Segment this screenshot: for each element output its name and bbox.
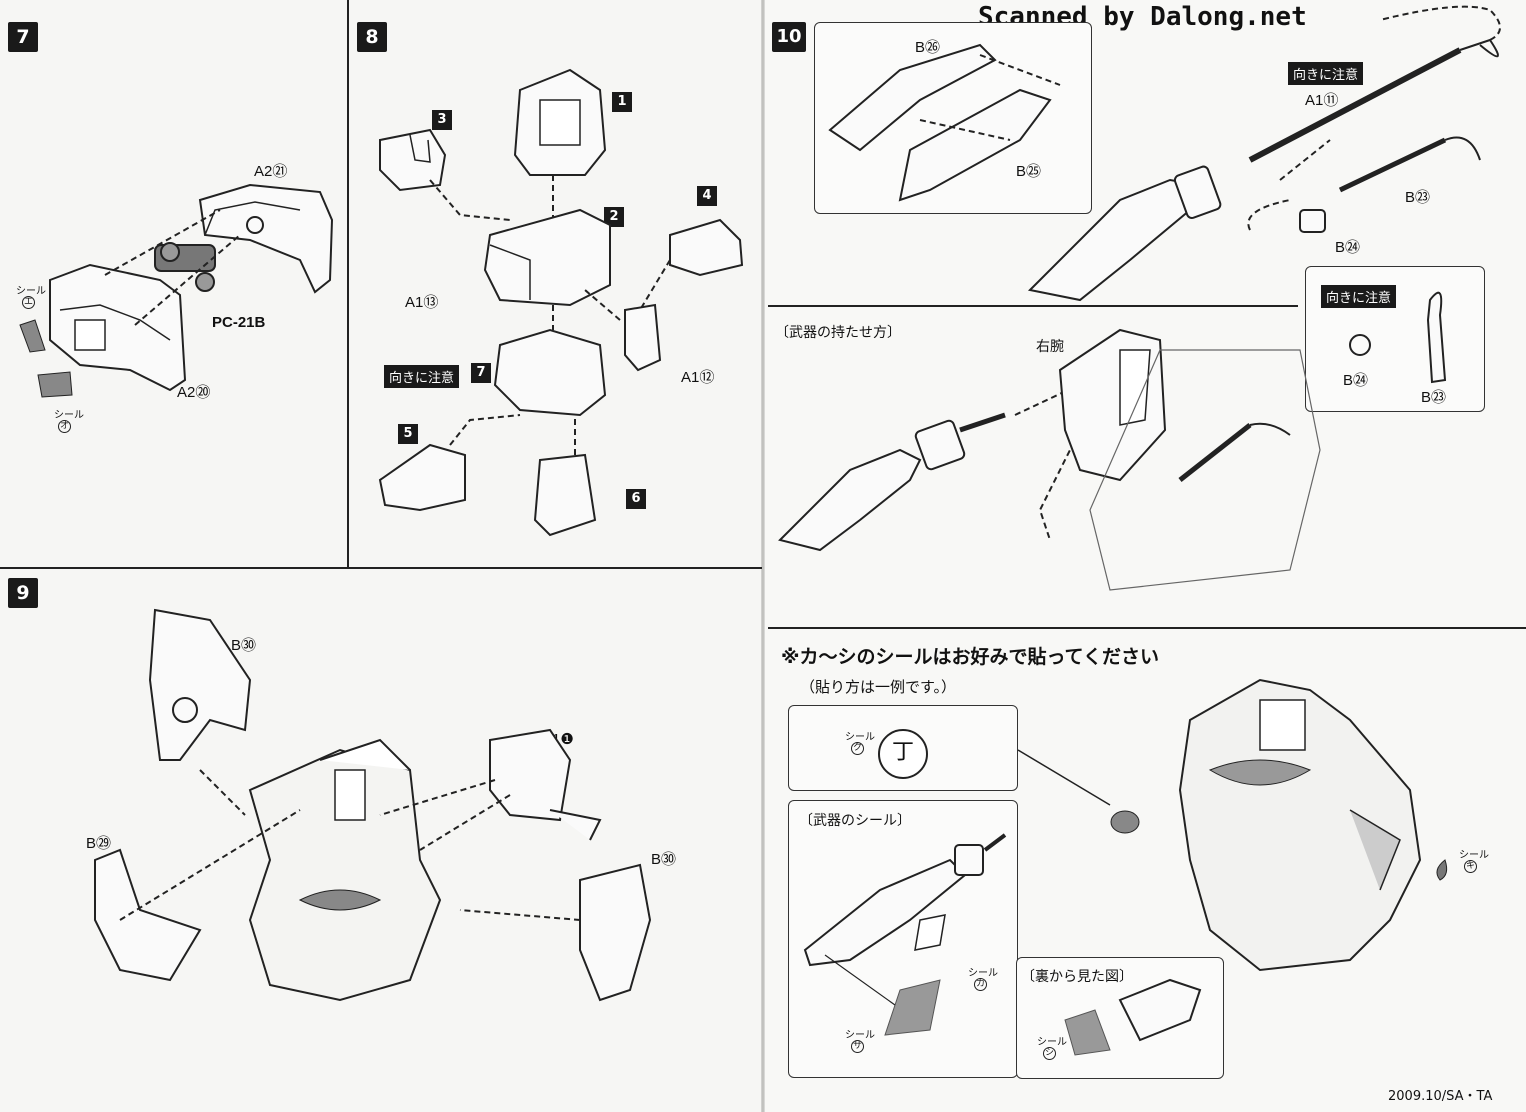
step-10-number: 10 — [772, 22, 806, 52]
sticker-ka-char: カ — [974, 978, 987, 991]
weapon-sticker-title: 〔武器のシール〕 — [799, 813, 911, 829]
sticker-ki-label: シール — [1459, 850, 1489, 861]
right-arm-label: 右腕 — [1036, 339, 1064, 355]
step-8-caution: 向きに注意 — [384, 365, 460, 388]
step-9-illustration — [94, 608, 652, 1002]
sticker-shi-label: シール — [1037, 1037, 1067, 1048]
stickers-subheading: （貼り方は一例です。） — [800, 678, 957, 696]
stickers-heading: ※カ〜シのシールはお好みで貼ってください — [781, 646, 1159, 668]
part-pc-21b: PC-21B — [212, 314, 266, 331]
divider-top-bottom-left — [0, 567, 762, 569]
seal-e-char: エ — [22, 296, 35, 309]
sticker-sa-char: サ — [851, 1040, 864, 1053]
back-view-title: 〔裏から見た図〕 — [1021, 969, 1133, 985]
step-8-number: 8 — [357, 22, 387, 52]
step-10-illustration — [778, 5, 1501, 591]
step-8-sub-1: 1 — [612, 92, 632, 112]
divider-step7-step8 — [347, 0, 349, 568]
sticker-ku-char: ク — [851, 742, 864, 755]
part-b30-lower: B㉚ — [651, 851, 677, 868]
part-a1-12: A1⑫ — [681, 369, 715, 386]
part-b23: B㉓ — [1405, 189, 1431, 206]
sticker-illustration — [803, 678, 1448, 1056]
step-9-number: 9 — [8, 578, 38, 608]
part-a1-13: A1⑬ — [405, 294, 439, 311]
seal-o-label: シール — [54, 410, 84, 421]
sticker-ki-char: キ — [1464, 860, 1477, 873]
grip-title: 〔武器の持たせ方〕 — [775, 325, 901, 341]
step-8-illustration — [378, 68, 744, 537]
divider-grip-stickers — [768, 627, 1526, 629]
step-7-illustration — [19, 183, 334, 398]
step-8-sub-3: 3 — [432, 110, 452, 130]
part-a1-11: A1⑪ — [1305, 92, 1339, 109]
step-8-sub-7: 7 — [471, 363, 491, 383]
part-b29: B㉙ — [86, 835, 112, 852]
step-8-sub-4: 4 — [697, 186, 717, 206]
seal-o-char: オ — [58, 420, 71, 433]
step-8-sub-6: 6 — [626, 489, 646, 509]
step-8-sub-2: 2 — [604, 207, 624, 227]
part-b25: B㉕ — [1016, 163, 1042, 180]
step-8-sub-5: 5 — [398, 424, 418, 444]
part-b23-detail: B㉓ — [1421, 389, 1447, 406]
seal-e-label: シール — [16, 286, 46, 297]
footer-date: 2009.10/SA・TA — [1388, 1089, 1493, 1104]
sticker-sa-label: シール — [845, 1030, 875, 1041]
sticker-ku-label: シール — [845, 732, 875, 743]
part-b26: B㉖ — [915, 39, 941, 56]
sticker-ku-symbol: 丁 — [878, 729, 928, 779]
step-7-number: 7 — [8, 22, 38, 52]
part-b24: B㉔ — [1335, 239, 1361, 256]
step-10-caution: 向きに注意 — [1288, 62, 1364, 85]
page-spine — [761, 0, 765, 1112]
divider-step10-grip — [768, 305, 1298, 307]
sticker-ka-label: シール — [968, 968, 998, 979]
sticker-shi-char: シ — [1043, 1047, 1056, 1060]
part-a2-20: A2⑳ — [177, 384, 211, 401]
step-10-caution-2: 向きに注意 — [1321, 285, 1397, 308]
part-b30-upper: B㉚ — [231, 637, 257, 654]
part-a2-21: A2㉑ — [254, 163, 288, 180]
part-b24-detail: B㉔ — [1343, 372, 1369, 389]
